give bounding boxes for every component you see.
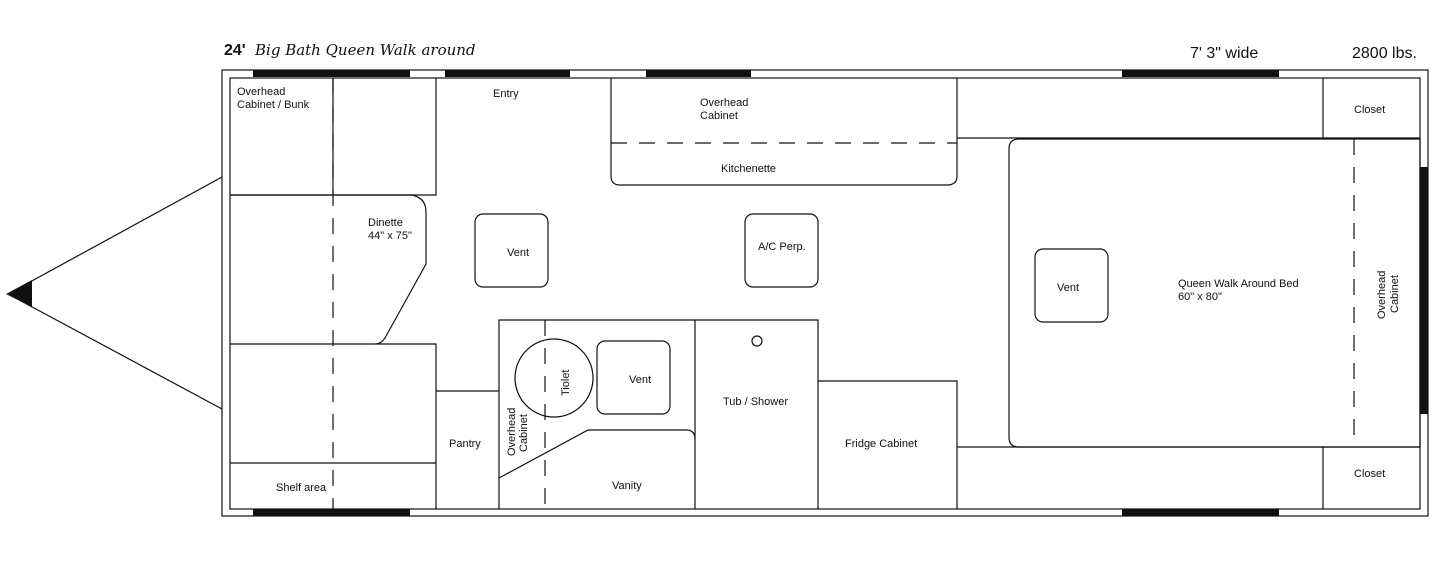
- tub-shower-label: Tub / Shower: [723, 396, 788, 408]
- length-label: 24': [224, 42, 246, 59]
- overhead-bath-label: Overhead: [506, 408, 518, 456]
- hitch-coupler: [6, 280, 32, 307]
- overhead-bunk-label-2: Cabinet / Bunk: [237, 99, 310, 111]
- toilet-label: Tiolet: [560, 370, 572, 397]
- kitchenette-area: [610, 78, 958, 186]
- inner-wall: [229, 77, 1421, 510]
- vent-bed-label: Vent: [1057, 282, 1079, 294]
- overhead-bath-label-2: Cabinet: [518, 414, 530, 452]
- pantry-label: Pantry: [449, 438, 481, 450]
- ac-label: A/C Perp.: [758, 241, 806, 253]
- weight-label: 2800 lbs.: [1352, 45, 1417, 62]
- rear-bottom-strip: [957, 446, 1420, 509]
- fridge-cabinet-label: Fridge Cabinet: [845, 438, 917, 450]
- rear-top-strip: [957, 78, 1420, 139]
- entry-label: Entry: [493, 88, 519, 100]
- vent-front: [474, 213, 549, 288]
- trailer-outline: [221, 69, 1429, 517]
- vanity-label: Vanity: [612, 480, 642, 492]
- bed-label: Queen Walk Around Bed: [1178, 278, 1299, 290]
- trailer-tongue: [6, 176, 223, 410]
- model-name: Big Bath Queen Walk around: [254, 41, 476, 59]
- fridge-cabinet-outline: [818, 380, 958, 509]
- overhead-rear-label-2: Cabinet: [1389, 275, 1401, 313]
- bed-size-label: 60" x 80": [1178, 291, 1222, 303]
- vent-bath: [596, 340, 671, 415]
- width-label: 7' 3" wide: [1190, 45, 1258, 62]
- windows: [253, 70, 1428, 516]
- shelf-area-label: Shelf area: [276, 482, 327, 494]
- bathroom: [498, 319, 819, 509]
- overhead-kitchen-label-2: Cabinet: [700, 110, 738, 122]
- overhead-kitchen-label: Overhead: [700, 97, 748, 109]
- kitchenette-label: Kitchenette: [721, 163, 776, 175]
- closet-bottom-label: Closet: [1354, 468, 1385, 480]
- closet-top-label: Closet: [1354, 104, 1385, 116]
- vent-front-label: Vent: [507, 247, 529, 259]
- overhead-bunk-label: Overhead: [237, 86, 285, 98]
- vent-bed: [1034, 248, 1109, 323]
- dinette-size-label: 44" x 75": [368, 230, 412, 242]
- overhead-rear-label: Overhead: [1376, 271, 1388, 319]
- dinette-label: Dinette: [368, 217, 403, 229]
- ac-unit: [744, 213, 819, 288]
- toilet-fixture: [514, 338, 594, 418]
- vent-bath-label: Vent: [629, 374, 651, 386]
- shower-drain: [751, 335, 763, 347]
- front-area: [230, 78, 437, 509]
